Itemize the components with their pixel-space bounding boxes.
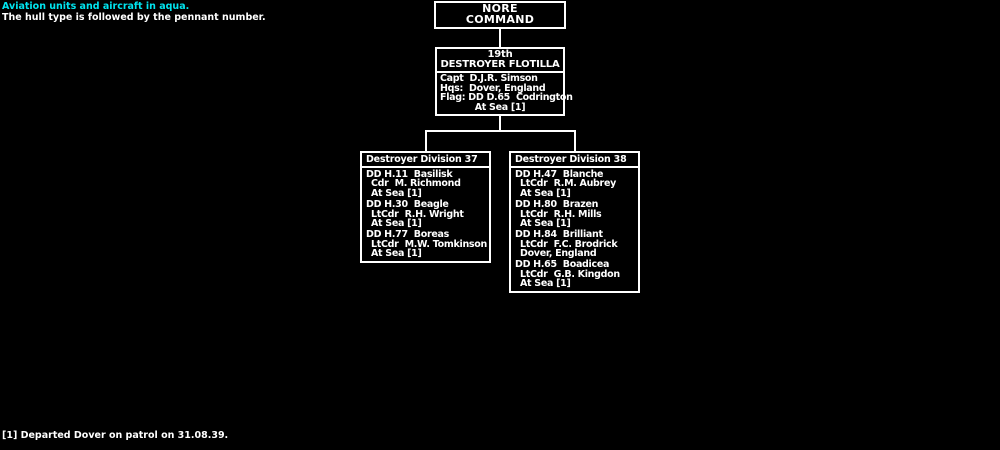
ship-name: DD H.30 Beagle	[366, 198, 449, 210]
division-37-title: Destroyer Division 37	[362, 153, 489, 168]
flotilla-header: 19th DESTROYER FLOTILLA	[437, 49, 563, 73]
note-hull-type: The hull type is followed by the pennant…	[2, 12, 266, 23]
ship-name: DD H.80 Brazen	[515, 198, 599, 210]
ship-commander: LtCdr R.M. Aubrey	[520, 178, 616, 190]
division-37-ships: DD H.11 Basilisk Cdr M. Richmond At Sea …	[362, 168, 489, 261]
connector-horizontal	[425, 130, 576, 132]
ship-status: At Sea [1]	[371, 218, 422, 230]
ship-name: DD H.47 Blanche	[515, 168, 604, 180]
ship-entry: DD H.77 Boreas LtCdr M.W. Tomkinson At S…	[366, 230, 487, 259]
ship-entry: DD H.80 Brazen LtCdr R.H. Mills At Sea […	[515, 200, 636, 229]
ship-commander: LtCdr R.H. Wright	[371, 208, 464, 220]
ship-entry: DD H.65 Boadicea LtCdr G.B. Kingdon At S…	[515, 260, 636, 289]
connector-to-division-37	[425, 130, 427, 153]
ship-commander: LtCdr R.H. Mills	[520, 208, 602, 220]
ship-entry: DD H.84 Brilliant LtCdr F.C. Brodrick Do…	[515, 230, 636, 259]
ship-status: At Sea [1]	[371, 188, 422, 200]
note-aviation-units: Aviation units and aircraft in aqua.	[2, 1, 190, 12]
ship-commander: Cdr M. Richmond	[371, 178, 461, 190]
flotilla-hqs: Hqs: Dover, England	[440, 82, 546, 94]
ship-status: At Sea [1]	[520, 218, 571, 230]
root-title-line1: NORE	[482, 2, 518, 15]
ship-name: DD H.11 Basilisk	[366, 168, 453, 180]
ship-name: DD H.65 Boadicea	[515, 259, 610, 271]
division-38-ships: DD H.47 Blanche LtCdr R.M. Aubrey At Sea…	[511, 168, 638, 291]
nore-command-box: NORE COMMAND	[434, 1, 566, 29]
ship-name: DD H.77 Boreas	[366, 228, 449, 240]
division-38-title: Destroyer Division 38	[511, 153, 638, 168]
flotilla-title-line2: DESTROYER FLOTILLA	[440, 59, 560, 70]
connector-to-division-38	[574, 130, 576, 153]
connector-flotilla-stem	[499, 108, 501, 132]
flotilla-details: Capt D.J.R. Simson Hqs: Dover, England F…	[437, 73, 573, 114]
connector-root-to-flotilla	[499, 20, 501, 50]
flotilla-commander: Capt D.J.R. Simson	[440, 73, 538, 84]
flotilla-flagship: Flag: DD D.65 Codrington	[440, 92, 573, 103]
flotilla-title-line1: 19th	[487, 49, 513, 60]
ship-entry: DD H.47 Blanche LtCdr R.M. Aubrey At Sea…	[515, 168, 636, 200]
division-38-box: Destroyer Division 38 DD H.47 Blanche Lt…	[509, 151, 640, 294]
ship-status: Dover, England	[520, 248, 597, 260]
ship-commander: LtCdr M.W. Tomkinson	[371, 238, 487, 250]
flotilla-box: 19th DESTROYER FLOTILLA Capt D.J.R. Sims…	[435, 47, 573, 116]
ship-entry: DD H.30 Beagle LtCdr R.H. Wright At Sea …	[366, 200, 487, 229]
ship-commander: LtCdr F.C. Brodrick	[520, 238, 618, 250]
root-title-line2: COMMAND	[465, 12, 535, 26]
ship-entry: DD H.11 Basilisk Cdr M. Richmond At Sea …	[366, 168, 487, 200]
division-37-box: Destroyer Division 37 DD H.11 Basilisk C…	[360, 151, 491, 264]
ship-name: DD H.84 Brilliant	[515, 228, 603, 240]
footnote-departed-dover: [1] Departed Dover on patrol on 31.08.39…	[2, 430, 229, 441]
ship-status: At Sea [1]	[371, 248, 422, 260]
flotilla-status: At Sea [1]	[474, 101, 526, 113]
ship-status: At Sea [1]	[520, 188, 571, 200]
ship-status: At Sea [1]	[520, 278, 571, 290]
ship-commander: LtCdr G.B. Kingdon	[520, 268, 620, 280]
